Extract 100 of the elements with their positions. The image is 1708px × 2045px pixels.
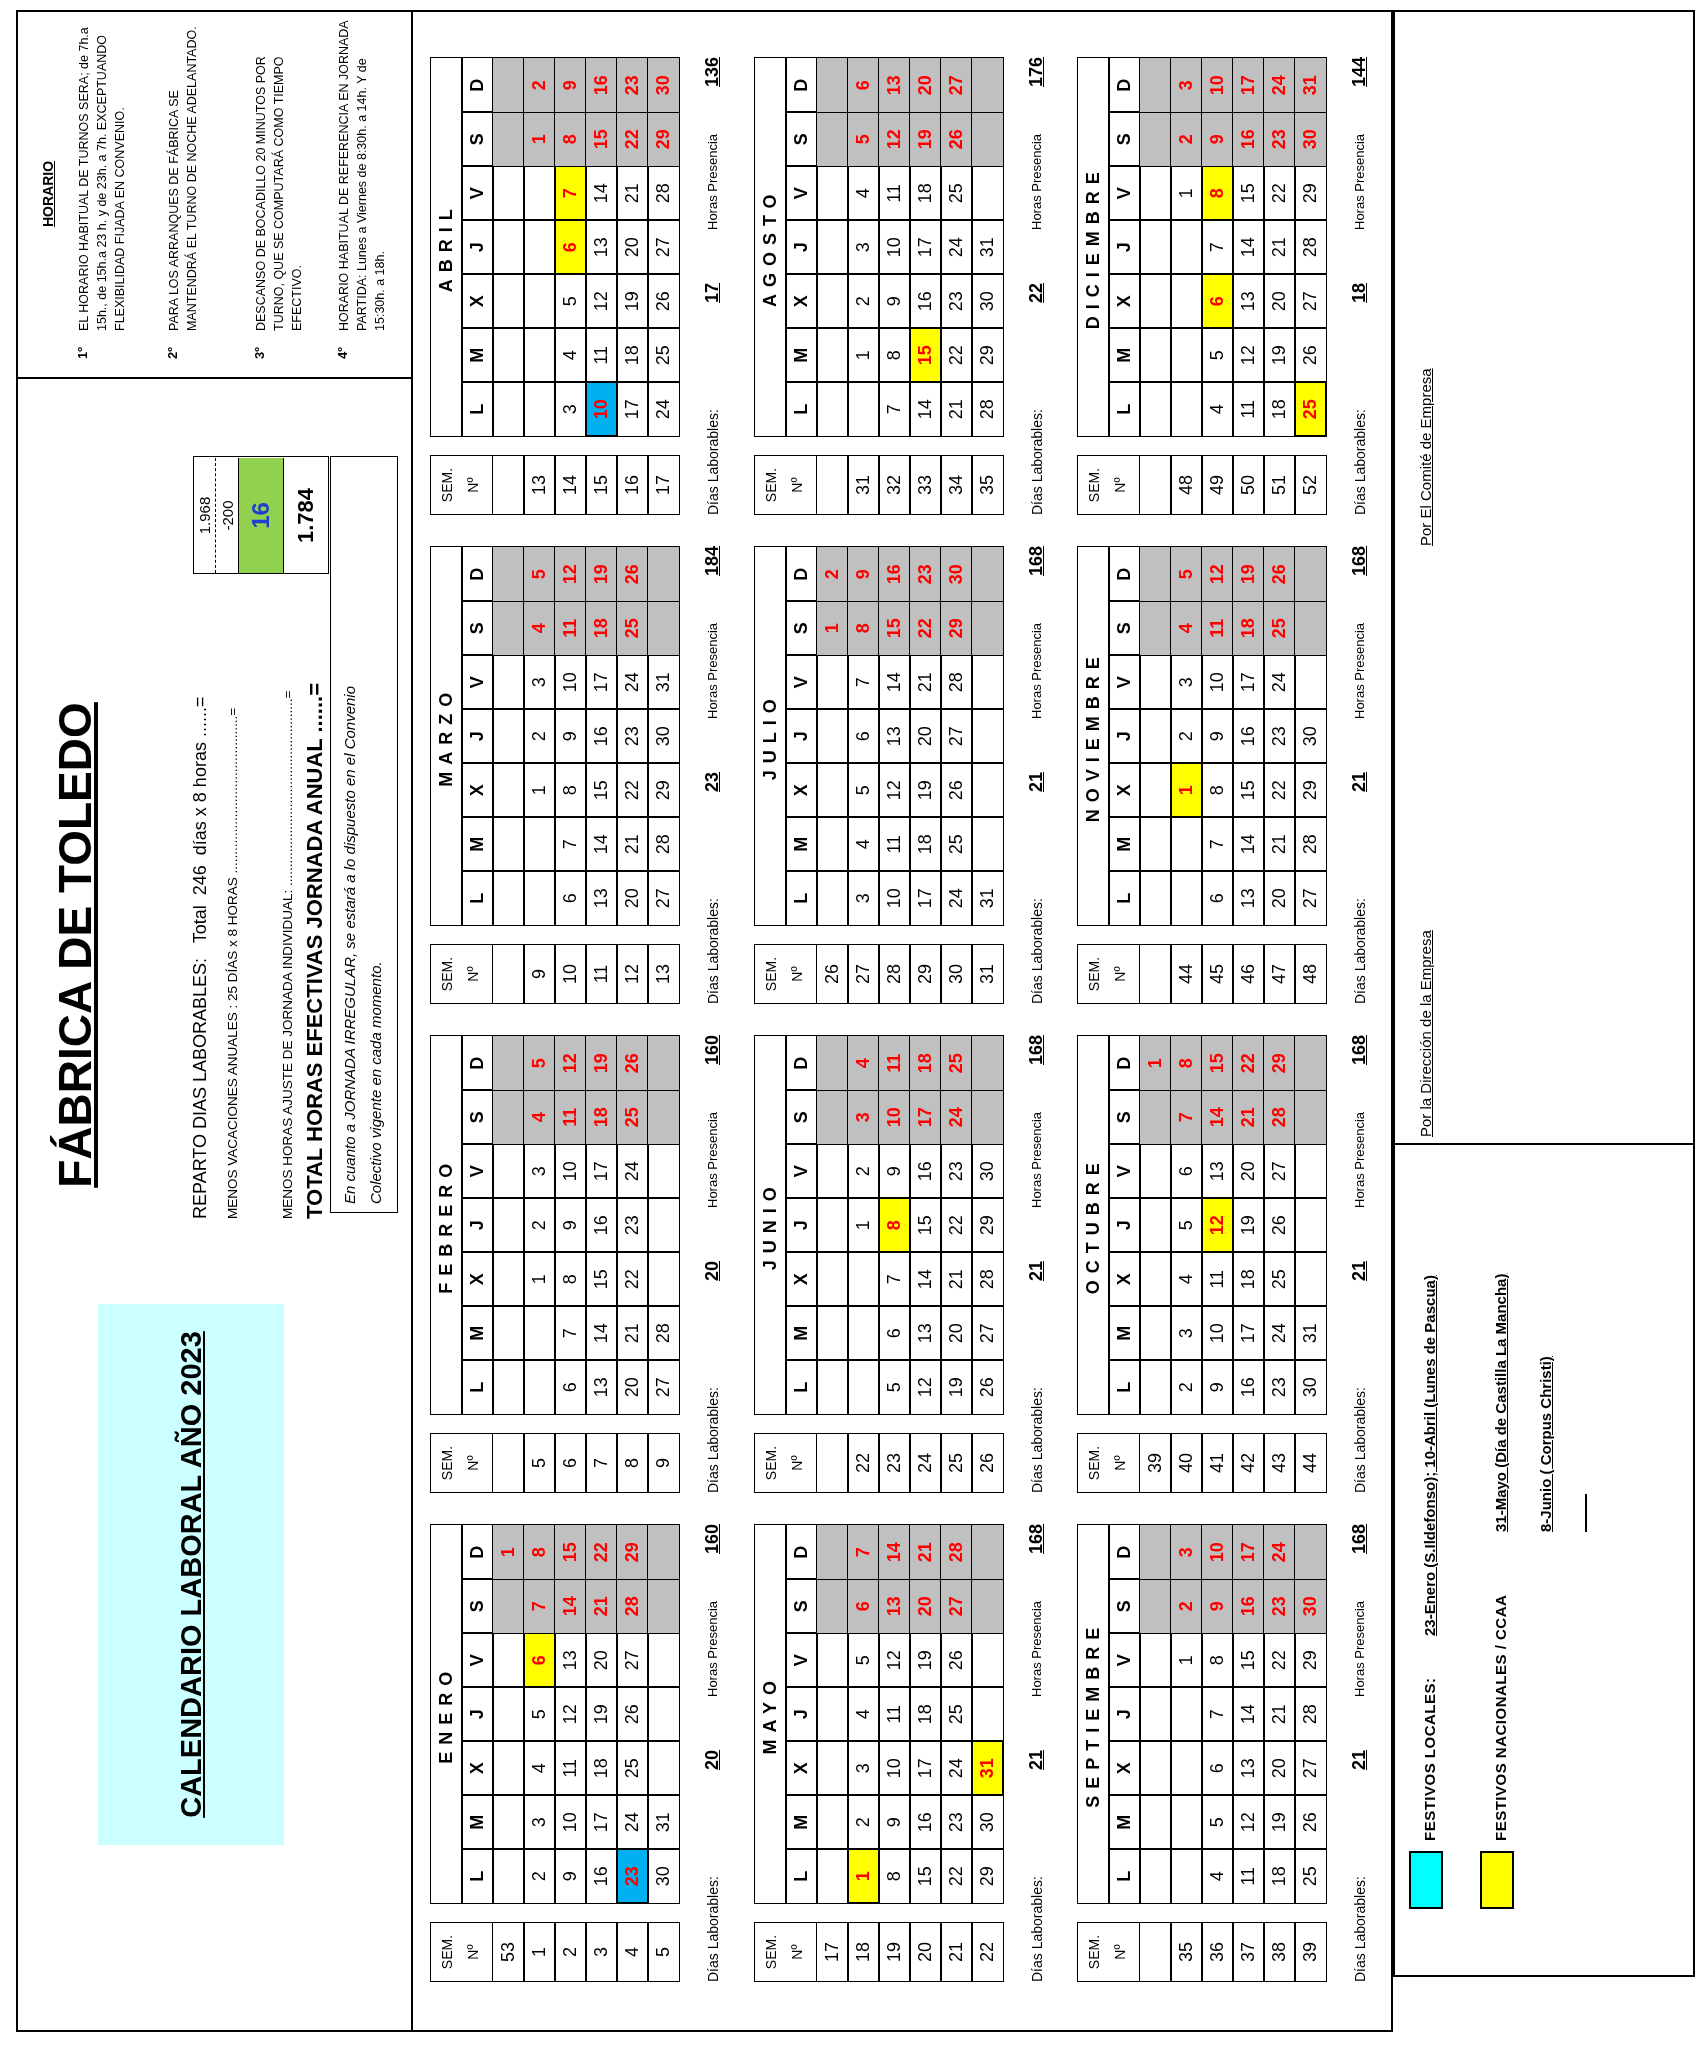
weekday-header: M	[1108, 1305, 1141, 1361]
weekend-day: 25	[940, 1035, 973, 1091]
day-number: 14	[909, 1251, 942, 1307]
day-number: 17	[909, 1740, 942, 1796]
weekend-day: 15	[1201, 1035, 1234, 1091]
weekend-day: 9	[1201, 1578, 1234, 1634]
week-number-table	[430, 944, 680, 1004]
week-number: 37	[1232, 1922, 1265, 1982]
weekend-day: 24	[1263, 1524, 1296, 1580]
hours-count: 184	[702, 545, 723, 576]
day-number: 24	[1263, 1305, 1296, 1361]
weekend-day: 27	[940, 1578, 973, 1634]
weekend-day: 12	[878, 111, 911, 167]
week-number: 48	[1170, 455, 1203, 515]
weekday-header: L	[1108, 870, 1141, 926]
day-number: 3	[847, 870, 880, 926]
day-number: 22	[940, 327, 973, 383]
holiday-day: 8	[1201, 165, 1234, 221]
day-number: 9	[1201, 1359, 1234, 1415]
day-number: 23	[616, 1197, 649, 1253]
day-number: 8	[1201, 762, 1234, 818]
day-number: 16	[585, 708, 618, 764]
weekend-day: 7	[1170, 1089, 1203, 1145]
summary-label: Horas Presencia	[1029, 133, 1044, 230]
day-number: 16	[1232, 708, 1265, 764]
day-number: 9	[554, 708, 587, 764]
column-header: SEM.	[1086, 466, 1102, 505]
day-number: 15	[909, 1848, 942, 1904]
weekday-header: J	[461, 1197, 494, 1253]
month-calendar-table	[1077, 546, 1327, 926]
summary-text: TOTAL HORAS EFECTIVAS JORNADA ANUAL ......=	[302, 682, 328, 1219]
day-number: 22	[940, 1197, 973, 1253]
summary-text: MENOS HORAS AJUSTE DE JORNADA INDIVIDUAL: ..................................................=	[280, 689, 295, 1219]
day-number: 31	[647, 1794, 680, 1850]
day-number: 16	[585, 1197, 618, 1253]
day-number: 21	[1263, 219, 1296, 275]
weekend-day: 17	[1232, 1524, 1265, 1580]
week-number: 44	[1294, 1433, 1327, 1493]
weekday-header: X	[461, 273, 494, 329]
day-number: 10	[878, 219, 911, 275]
weekend-day: 11	[554, 1089, 587, 1145]
week-number: 7	[585, 1433, 618, 1493]
day-number: 18	[909, 1686, 942, 1742]
weekend-day: 6	[847, 1578, 880, 1634]
week-number-table	[1077, 944, 1327, 1004]
day-number: 23	[1263, 708, 1296, 764]
weekday-header: M	[461, 327, 494, 383]
weekend-day: 19	[1232, 546, 1265, 602]
day-number: 4	[847, 1686, 880, 1742]
week-number: 18	[847, 1922, 880, 1982]
weekend-day: 24	[940, 1089, 973, 1145]
day-number: 27	[940, 708, 973, 764]
weekday-header: X	[461, 1251, 494, 1307]
week-number: 8	[616, 1433, 649, 1493]
weekend-day: 21	[585, 1578, 618, 1634]
weekend-day: 30	[1294, 1578, 1327, 1634]
day-number: 13	[1232, 1740, 1265, 1796]
week-number: 52	[1294, 455, 1327, 515]
day-number: 16	[909, 1794, 942, 1850]
weekend-day: 15	[878, 600, 911, 656]
day-number: 1	[523, 762, 556, 818]
weekend-day: 1	[1139, 1035, 1172, 1091]
day-number: 4	[1201, 381, 1234, 437]
column-header: Nº	[1112, 965, 1128, 984]
day-number: 4	[1201, 1848, 1234, 1904]
day-number: 1	[523, 1251, 556, 1307]
weekend-day: 23	[616, 57, 649, 113]
day-number: 20	[940, 1305, 973, 1361]
weekend-day: 5	[523, 546, 556, 602]
column-header: Nº	[465, 1454, 481, 1473]
weekend-day: 21	[1232, 1089, 1265, 1145]
item-number: 4º	[335, 346, 350, 359]
weekend-day: 15	[585, 111, 618, 167]
week-number: 33	[909, 455, 942, 515]
day-number: 26	[1294, 327, 1327, 383]
holiday-day: 31	[971, 1740, 1004, 1796]
weekend-day: 16	[1232, 1578, 1265, 1634]
summary-label: Días Laborables:	[1029, 898, 1045, 1004]
week-number: 42	[1232, 1433, 1265, 1493]
month-name: MAYO	[754, 1524, 787, 1904]
day-number: 6	[1201, 870, 1234, 926]
weekday-header: L	[785, 381, 818, 437]
weekday-header: L	[1108, 1848, 1141, 1904]
day-number: 11	[554, 1740, 587, 1796]
weekend-day: 2	[523, 57, 556, 113]
week-number: 35	[971, 455, 1004, 515]
weekend-day: 16	[585, 57, 618, 113]
week-number: 17	[816, 1922, 849, 1982]
day-number: 23	[940, 273, 973, 329]
day-number: 23	[616, 708, 649, 764]
workday-count: 20	[702, 1260, 723, 1281]
weekend-day: 14	[878, 1524, 911, 1580]
week-number: 46	[1232, 944, 1265, 1004]
weekday-header: J	[1108, 219, 1141, 275]
weekend-day: 11	[554, 600, 587, 656]
day-number: 4	[1170, 1251, 1203, 1307]
weekday-header: M	[785, 816, 818, 872]
weekday-header: J	[461, 219, 494, 275]
month-name: ABRIL	[430, 57, 463, 437]
weekend-day: 1	[523, 111, 556, 167]
